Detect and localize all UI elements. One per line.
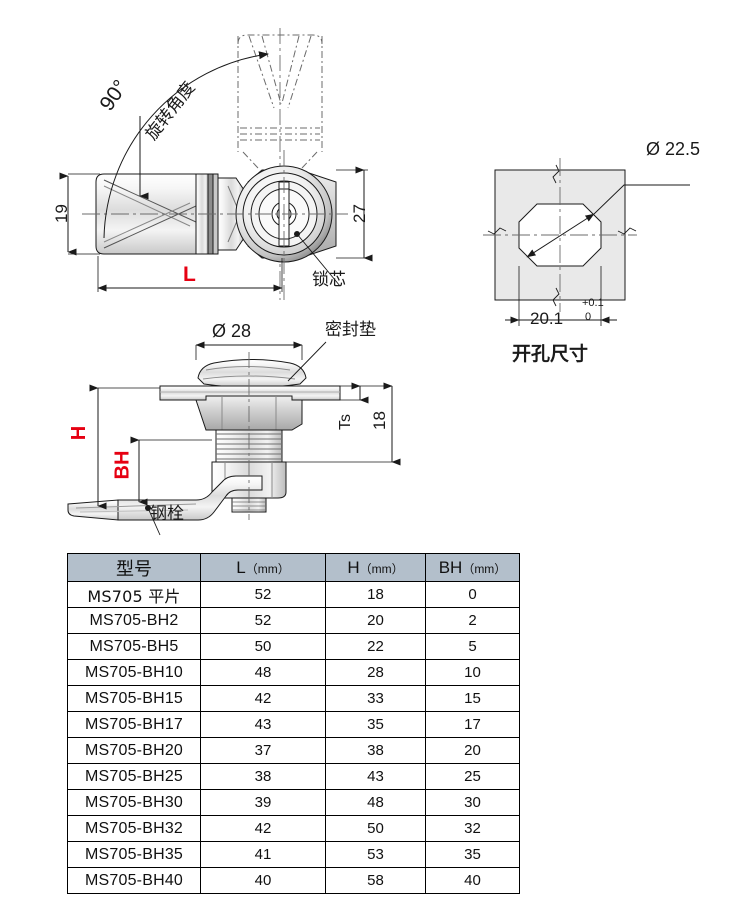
- cell-l: 40: [200, 867, 326, 894]
- tolerance-upper: +0.1: [582, 297, 604, 309]
- cell-l: 42: [200, 815, 326, 842]
- col-header-L: L（mm）: [200, 553, 326, 582]
- col-header-model-label: 型号: [116, 558, 152, 580]
- cell-bh: 20: [425, 737, 520, 764]
- cell-l: 43: [200, 711, 326, 738]
- cell-bh: 40: [425, 867, 520, 894]
- cell-h: 43: [325, 763, 426, 790]
- cell-model: MS705-BH2: [67, 607, 201, 634]
- cell-bh: 2: [425, 607, 520, 634]
- cell-h: 28: [325, 659, 426, 686]
- cell-l: 52: [200, 581, 326, 608]
- cell-model: MS705-BH5: [67, 633, 201, 660]
- cell-l: 52: [200, 607, 326, 634]
- callout-lock-core: 锁芯: [312, 270, 346, 290]
- cutout-view-group: [483, 158, 690, 326]
- col-header-H-label: H: [347, 557, 360, 577]
- cell-h: 20: [325, 607, 426, 634]
- dim-Ts: Ts: [337, 414, 354, 430]
- cell-h: 50: [325, 815, 426, 842]
- cell-bh: 30: [425, 789, 520, 816]
- cell-bh: 0: [425, 581, 520, 608]
- dim-width-20-1: 20.1: [530, 309, 564, 328]
- cell-bh: 25: [425, 763, 520, 790]
- drawing-svg: [59, 28, 690, 536]
- dim-BH: BH: [111, 450, 134, 480]
- cell-h: 18: [325, 581, 426, 608]
- cell-bh: 32: [425, 815, 520, 842]
- front-view-group: [67, 341, 401, 536]
- cell-bh: 10: [425, 659, 520, 686]
- col-header-BH-unit: （mm）: [462, 561, 507, 576]
- cell-h: 53: [325, 841, 426, 868]
- technical-drawing-area: 90° 旋转角度 19 27 L 锁芯 Ø 28 密封垫 H BH Ts 18 …: [51, 28, 701, 536]
- cell-bh: 15: [425, 685, 520, 712]
- cell-model: MS705-BH25: [67, 763, 201, 790]
- cell-l: 41: [200, 841, 326, 868]
- col-header-BH: BH（mm）: [425, 553, 520, 582]
- dim-height-27: 27: [349, 204, 369, 223]
- cell-l: 42: [200, 685, 326, 712]
- callout-sealing-gasket: 密封垫: [325, 320, 376, 340]
- col-header-H-unit: （mm）: [359, 561, 404, 576]
- cell-l: 48: [200, 659, 326, 686]
- col-header-BH-label: BH: [438, 557, 463, 577]
- cell-l: 37: [200, 737, 326, 764]
- cell-model: MS705-BH17: [67, 711, 201, 738]
- top-view-group: [59, 28, 373, 300]
- cell-model: MS705-BH32: [67, 815, 201, 842]
- col-header-L-label: L: [236, 557, 246, 577]
- rotation-arc: [103, 51, 269, 239]
- cell-bh: 35: [425, 841, 520, 868]
- table-header-row: 型号 L（mm） H（mm） BH（mm）: [67, 553, 520, 582]
- cell-model: MS705-BH40: [67, 867, 201, 894]
- cell-model: MS705-BH30: [67, 789, 201, 816]
- dim-H: H: [68, 425, 91, 441]
- cell-bh: 17: [425, 711, 520, 738]
- dim-height-18: 18: [369, 411, 389, 430]
- dim-diameter-22-5: Ø 22.5: [646, 139, 701, 159]
- cell-model: MS705-BH15: [67, 685, 201, 712]
- col-header-model: 型号: [67, 553, 201, 582]
- cell-l: 50: [200, 633, 326, 660]
- cell-model: MS705-BH10: [67, 659, 201, 686]
- dim-height-19: 19: [51, 204, 71, 223]
- cutout-caption: 开孔尺寸: [512, 343, 589, 365]
- cell-l: 39: [200, 789, 326, 816]
- cell-h: 58: [325, 867, 426, 894]
- cell-h: 33: [325, 685, 426, 712]
- cell-h: 35: [325, 711, 426, 738]
- dim-length-L: L: [183, 263, 196, 286]
- cell-bh: 5: [425, 633, 520, 660]
- callout-steel-bolt: 钢栓: [150, 504, 184, 524]
- cell-model: MS705 平片: [67, 581, 201, 608]
- cell-model: MS705-BH20: [67, 737, 201, 764]
- dim-diameter-28: Ø 28: [212, 321, 252, 341]
- cell-h: 38: [325, 737, 426, 764]
- col-header-H: H（mm）: [325, 553, 426, 582]
- col-header-L-unit: （mm）: [245, 561, 290, 576]
- cell-h: 48: [325, 789, 426, 816]
- cell-l: 38: [200, 763, 326, 790]
- cell-h: 22: [325, 633, 426, 660]
- tolerance-lower: 0: [585, 311, 592, 323]
- cell-model: MS705-BH35: [67, 841, 201, 868]
